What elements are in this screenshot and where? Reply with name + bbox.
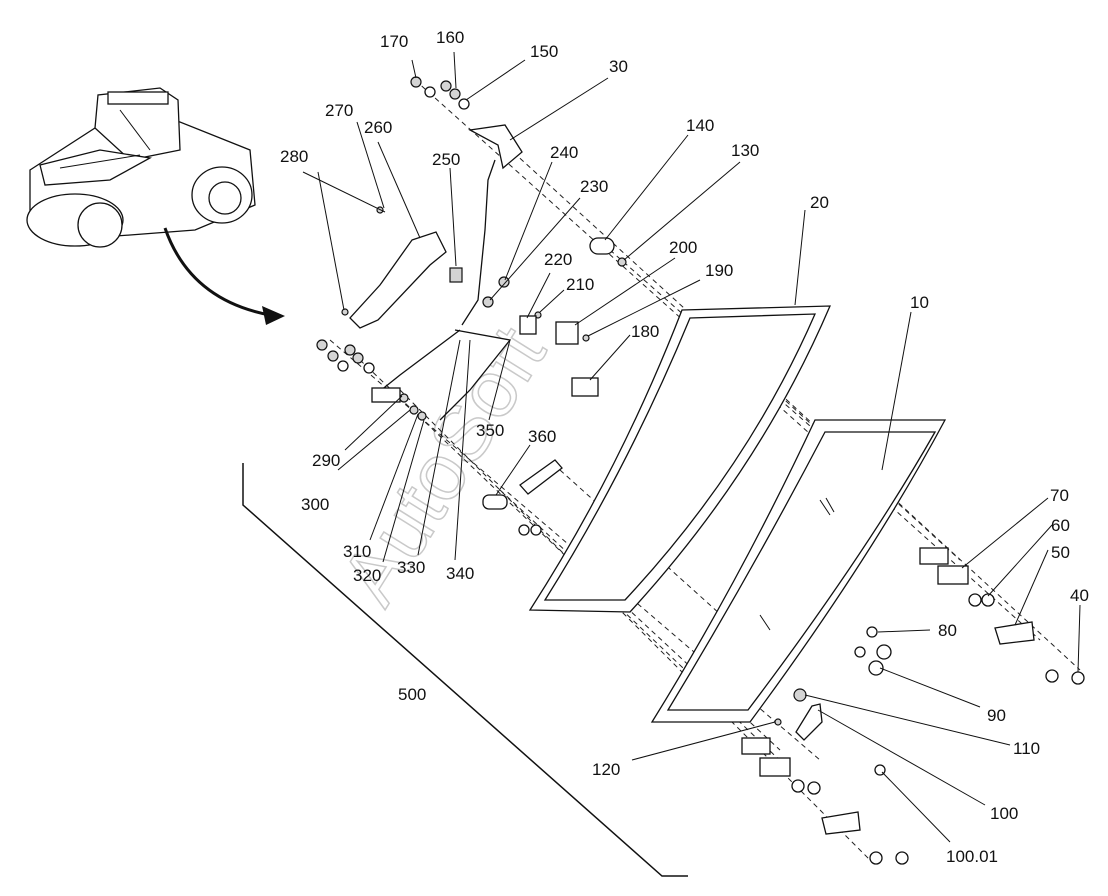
- callout-110: 110: [1013, 739, 1040, 758]
- callout-90: 90: [987, 706, 1006, 725]
- callout-360: 360: [528, 427, 556, 446]
- glass-panel: [650, 419, 947, 723]
- callout-210: 210: [566, 275, 594, 294]
- callout-260: 260: [364, 118, 392, 137]
- callout-300: 300: [301, 495, 329, 514]
- callout-140: 140: [686, 116, 714, 135]
- callout-100-01: 100.01: [946, 847, 998, 866]
- callout-170: 170: [380, 32, 408, 51]
- callout-290: 290: [312, 451, 340, 470]
- leader-lines: [302, 51, 1081, 843]
- callout-30: 30: [609, 57, 628, 76]
- arrow-icon: [163, 227, 271, 317]
- callout-150: 150: [530, 42, 558, 61]
- callout-220: 220: [544, 250, 572, 269]
- callout-180: 180: [631, 322, 659, 341]
- callout-10: 10: [910, 293, 929, 312]
- callout-80: 80: [938, 621, 957, 640]
- arrowhead-icon: [262, 306, 285, 325]
- door-glass-frame: [528, 305, 831, 613]
- callout-70: 70: [1050, 486, 1069, 505]
- callout-270: 270: [325, 101, 353, 120]
- callout-190: 190: [705, 261, 733, 280]
- callout-50: 50: [1051, 543, 1070, 562]
- callout-350: 350: [476, 421, 504, 440]
- callout-250: 250: [432, 150, 460, 169]
- callout-310: 310: [343, 542, 371, 561]
- callout-130: 130: [731, 141, 759, 160]
- callout-340: 340: [446, 564, 474, 583]
- callout-160: 160: [436, 28, 464, 47]
- callout-20: 20: [810, 193, 829, 212]
- callout-280: 280: [280, 147, 308, 166]
- hardware: [316, 76, 1085, 865]
- callouts: 170 160 150 30 270 260 280 250 240 230 1…: [280, 28, 1089, 866]
- callout-40: 40: [1070, 586, 1089, 605]
- callout-100: 100: [990, 804, 1018, 823]
- callout-230: 230: [580, 177, 608, 196]
- door-handle: [349, 231, 447, 329]
- roller-machine-illustration: [26, 87, 285, 325]
- callout-60: 60: [1051, 516, 1070, 535]
- callout-240: 240: [550, 143, 578, 162]
- assembly-label-500: 500: [398, 685, 426, 704]
- callout-330: 330: [397, 558, 425, 577]
- callout-120: 120: [592, 760, 620, 779]
- callout-200: 200: [669, 238, 697, 257]
- assembly-frame: [242, 463, 688, 877]
- callout-320: 320: [353, 566, 381, 585]
